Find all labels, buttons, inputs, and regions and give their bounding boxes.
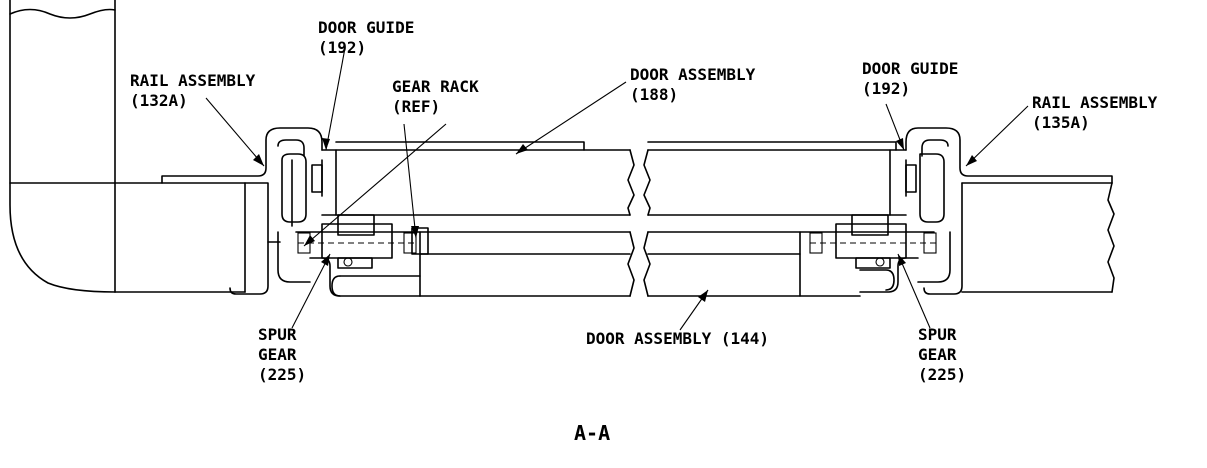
door-guide-left-number: (192) — [318, 38, 366, 57]
spur-gear-right-assembly — [809, 214, 937, 269]
gear-rack-label: GEAR RACK — [392, 77, 479, 96]
spur-gear-left-number: (225) — [258, 365, 306, 384]
spur-gear-right-label-2: GEAR — [918, 345, 957, 364]
left-frame — [9, 0, 246, 293]
rail-left-number: (132A) — [130, 91, 188, 110]
spur-gear-left-assembly — [297, 214, 429, 269]
door-guide-right-number: (192) — [862, 79, 910, 98]
rail-right-number: (135A) — [1032, 113, 1090, 132]
door-assembly-144 — [295, 231, 935, 297]
door-188-label: DOOR ASSEMBLY — [630, 65, 756, 84]
rail-right-label: RAIL ASSEMBLY — [1032, 93, 1158, 112]
spur-gear-right-number: (225) — [918, 365, 966, 384]
door-guide-right-label: DOOR GUIDE — [862, 59, 958, 78]
door-guide-left-label: DOOR GUIDE — [318, 18, 414, 37]
right-frame — [961, 182, 1115, 293]
gear-rack-ref: (REF) — [392, 97, 440, 116]
spur-gear-left-label-2: GEAR — [258, 345, 297, 364]
door-144-label: DOOR ASSEMBLY (144) — [586, 329, 769, 348]
rail-left-label: RAIL ASSEMBLY — [130, 71, 256, 90]
rail-assembly-left — [161, 127, 421, 297]
leader-lines — [205, 47, 1029, 331]
spur-gear-left-label-1: SPUR — [258, 325, 297, 344]
rail-assembly-right — [859, 127, 1113, 295]
spur-gear-right-label-1: SPUR — [918, 325, 957, 344]
section-label: A-A — [574, 421, 610, 445]
door-188-number: (188) — [630, 85, 678, 104]
